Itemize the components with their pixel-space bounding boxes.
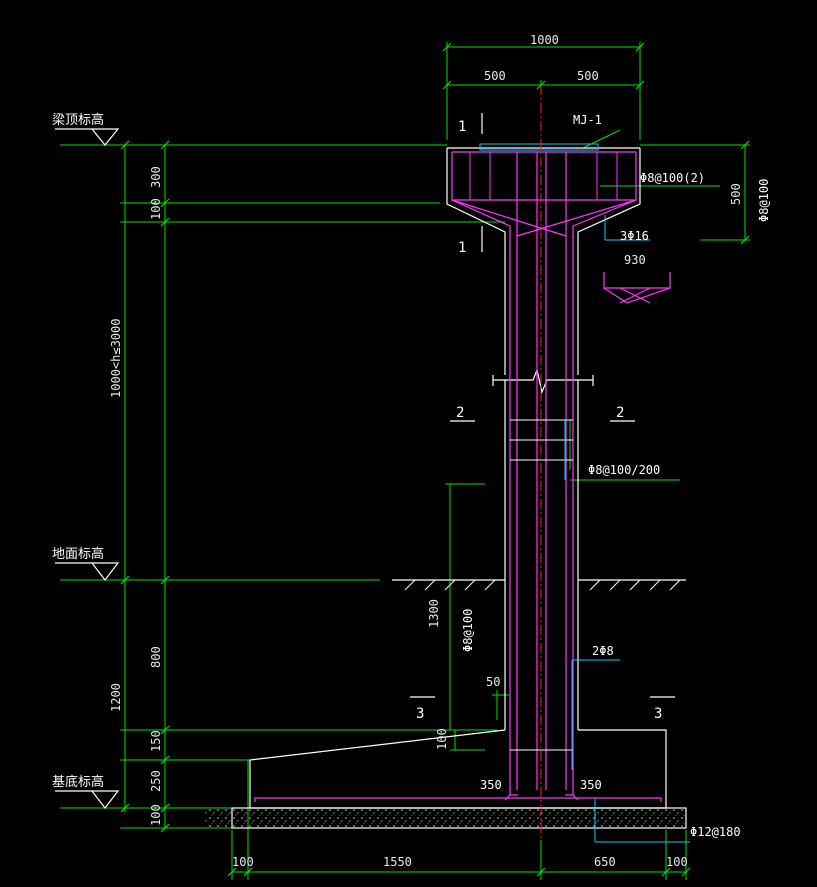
ground-hatch — [404, 579, 681, 591]
label-1300: 1300 — [427, 599, 441, 628]
section-1a: 1 — [458, 119, 466, 135]
label-50: 50 — [486, 675, 500, 689]
label-930: 930 — [624, 253, 646, 267]
label-100c: 100 — [435, 728, 449, 750]
label-bars-2: 2Φ8 — [592, 644, 614, 658]
dim-100b: 100 — [149, 804, 163, 826]
dim-150: 150 — [149, 730, 163, 752]
base-slab-end-hatch — [205, 808, 232, 828]
rebar-lines — [254, 151, 671, 802]
label-right-rebar: Φ8@100 — [757, 179, 771, 222]
label-right-500: 500 — [729, 183, 743, 205]
label-base-rebar: Φ12@180 — [690, 825, 741, 839]
cyan-leaders — [564, 215, 690, 843]
label-stirrup-mid: Φ8@100/200 — [588, 463, 660, 477]
label-stirrup-top: Φ8@100(2) — [640, 171, 705, 185]
label-rebar-1300: Φ8@100 — [461, 609, 475, 652]
section-1b: 1 — [458, 240, 466, 256]
label-350b: 350 — [580, 778, 602, 792]
dim-300: 300 — [149, 166, 163, 188]
dim-bottom-650: 650 — [594, 855, 616, 869]
structure-outline — [55, 113, 687, 829]
section-3b: 3 — [654, 706, 662, 722]
section-2b: 2 — [616, 405, 624, 421]
base-slab-hatch — [232, 808, 686, 828]
dim-top-total: 1000 — [530, 33, 559, 47]
dim-top-right: 500 — [577, 69, 599, 83]
section-2a: 2 — [456, 405, 464, 421]
elevation-beam-top: 梁顶标高 — [52, 112, 104, 128]
dimension-ticks — [120, 42, 750, 877]
label-main-bars: 3Φ16 — [620, 229, 649, 243]
elevation-ground: 地面标高 — [52, 546, 104, 562]
dim-top-left: 500 — [484, 69, 506, 83]
dim-bottom-1550: 1550 — [383, 855, 412, 869]
dim-height-range: 1000<h≤3000 — [109, 319, 123, 398]
dim-1200: 1200 — [109, 683, 123, 712]
dim-bottom-100a: 100 — [232, 855, 254, 869]
embed-plate — [479, 143, 599, 151]
dim-250: 250 — [149, 770, 163, 792]
label-embed: MJ-1 — [573, 113, 602, 127]
section-3a: 3 — [416, 706, 424, 722]
beam-vertical-bars — [469, 152, 618, 200]
elevation-base-bottom: 基底标高 — [52, 774, 104, 790]
dim-bottom-100b: 100 — [666, 855, 688, 869]
dim-100a: 100 — [149, 198, 163, 220]
dimension-lines — [60, 42, 750, 880]
label-350a: 350 — [480, 778, 502, 792]
dim-800: 800 — [149, 646, 163, 668]
